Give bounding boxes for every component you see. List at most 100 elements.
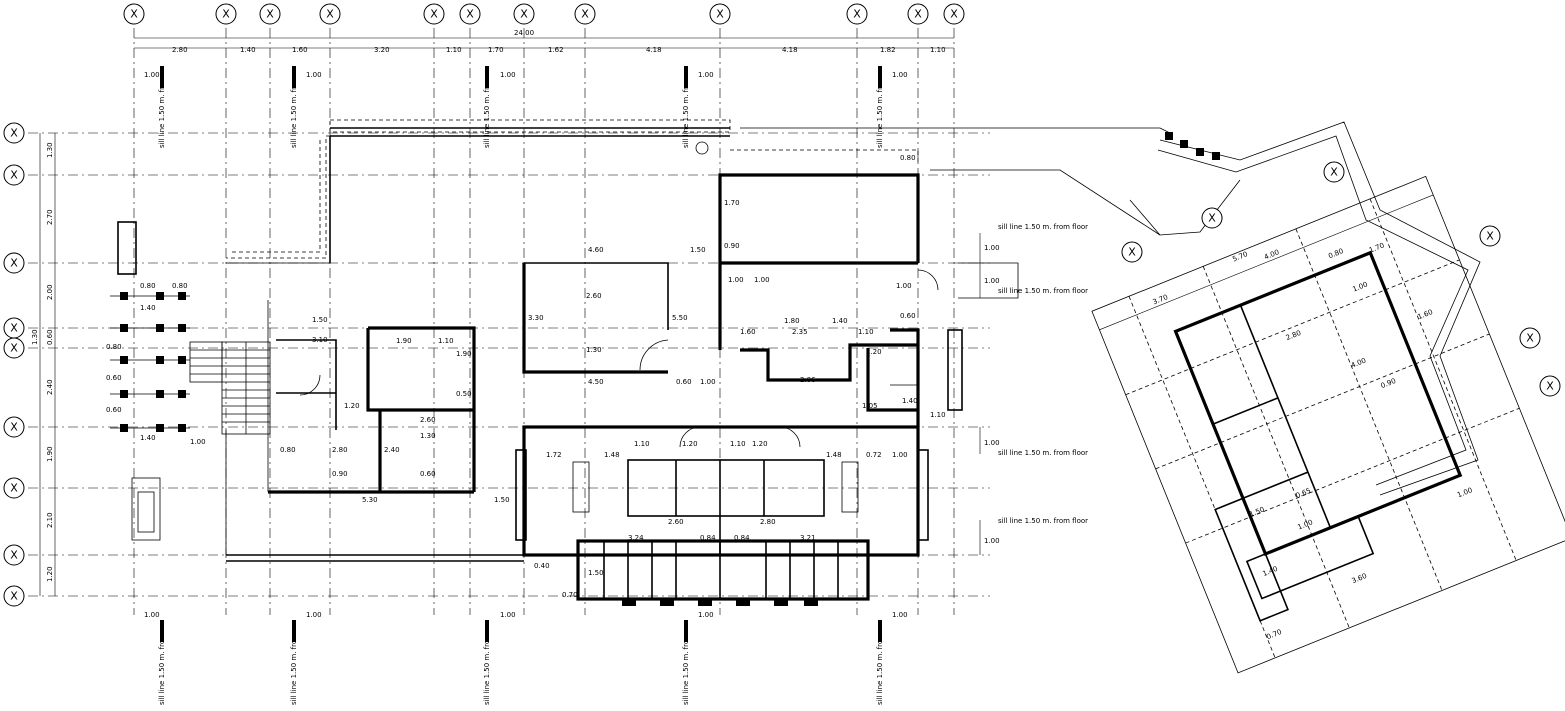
svg-text:1.00: 1.00	[892, 451, 908, 459]
grid-bubble: X	[1539, 375, 1561, 397]
dim-label: 4.18	[646, 46, 662, 54]
svg-text:0.72: 0.72	[866, 451, 882, 459]
grid-bubble: X	[574, 3, 596, 25]
svg-text:0.60: 0.60	[676, 378, 692, 386]
svg-text:0.84: 0.84	[734, 534, 750, 542]
svg-text:X: X	[266, 8, 274, 21]
svg-text:sill line 1.50 m. from: sill line 1.50 m. from	[483, 633, 491, 705]
dim-label: 1.30	[46, 142, 54, 158]
svg-text:X: X	[853, 8, 861, 21]
section-marker: 1.00 sill line 1.50 m. from	[876, 611, 908, 705]
svg-text:sill line 1.50 m. from: sill line 1.50 m. from	[876, 633, 884, 705]
svg-text:1.00: 1.00	[1456, 486, 1473, 499]
svg-text:X: X	[10, 482, 18, 495]
svg-text:X: X	[914, 8, 922, 21]
svg-text:1.00: 1.00	[306, 611, 322, 619]
svg-text:1.00: 1.00	[144, 71, 160, 79]
svg-text:1.10: 1.10	[634, 440, 650, 448]
section-marker: 1.00 sill line 1.50 m. from	[682, 66, 714, 148]
svg-text:X: X	[10, 257, 18, 270]
grid-bubble: X	[3, 477, 25, 499]
grid-bubble: X	[3, 337, 25, 359]
svg-text:X: X	[1486, 230, 1494, 243]
grid-bubble: X	[907, 3, 929, 25]
section-markers-bottom: 1.00 sill line 1.50 m. from 1.00 sill li…	[144, 611, 908, 705]
grid-bubble: X	[459, 3, 481, 25]
svg-text:1.20: 1.20	[752, 440, 768, 448]
svg-text:0.80: 0.80	[1327, 247, 1344, 260]
svg-text:1.00: 1.00	[728, 276, 744, 284]
svg-text:3.30: 3.30	[528, 314, 544, 322]
svg-text:1.00: 1.00	[896, 282, 912, 290]
svg-text:0.70: 0.70	[562, 591, 578, 599]
svg-text:3.60: 3.60	[1351, 572, 1368, 585]
svg-text:0.60: 0.60	[900, 312, 916, 320]
svg-text:3.70: 3.70	[1152, 293, 1169, 306]
svg-text:1.40: 1.40	[140, 304, 156, 312]
dim-label: 1.10	[446, 46, 462, 54]
svg-text:X: X	[10, 127, 18, 140]
svg-text:X: X	[716, 8, 724, 21]
dim-label: 1.82	[880, 46, 896, 54]
dim-label: 2.00	[46, 284, 54, 300]
left-dimension-chain: 1.30 2.70 2.00 0.60 2.40 1.90 2.10 1.20 …	[31, 133, 56, 596]
dim-label: 2.10	[46, 512, 54, 528]
grid-bubble: X	[3, 544, 25, 566]
section-marker: 1.00 sill line 1.50 m. from	[290, 66, 322, 148]
main-building	[110, 119, 1173, 606]
svg-text:X: X	[1208, 212, 1216, 225]
dim-label: 1.30	[31, 329, 39, 345]
svg-text:1.30: 1.30	[420, 432, 436, 440]
svg-text:1.00: 1.00	[698, 71, 714, 79]
svg-text:5.30: 5.30	[362, 496, 378, 504]
svg-text:3.21: 3.21	[800, 534, 816, 542]
callout-note: sill line 1.50 m. from floor	[998, 223, 1088, 231]
svg-text:X: X	[222, 8, 230, 21]
svg-text:1.90: 1.90	[396, 337, 412, 345]
svg-text:4.50: 4.50	[588, 378, 604, 386]
grid-bubble: X	[1323, 161, 1345, 183]
grid-bubble: X	[1519, 327, 1541, 349]
svg-text:1.00: 1.00	[984, 439, 1000, 447]
svg-text:1.40: 1.40	[902, 397, 918, 405]
dim-label: 2.80	[172, 46, 188, 54]
svg-text:X: X	[10, 549, 18, 562]
svg-text:1.00: 1.00	[892, 71, 908, 79]
svg-text:0.84: 0.84	[700, 534, 716, 542]
svg-text:0.70: 0.70	[1265, 628, 1282, 641]
svg-text:1.40: 1.40	[832, 317, 848, 325]
annex-grid-bubbles: X X X X X X	[1121, 161, 1561, 397]
section-marker: 1.00 sill line 1.50 m. from	[290, 611, 322, 705]
right-callouts: 1.00 1.00 sill line 1.50 m. from floor s…	[958, 223, 1088, 555]
svg-text:2.06: 2.06	[800, 376, 816, 384]
svg-text:4.00: 4.00	[1263, 248, 1280, 261]
svg-text:1.70: 1.70	[1368, 241, 1385, 254]
svg-text:1.48: 1.48	[604, 451, 620, 459]
overall-dimension: 24.00	[514, 29, 534, 37]
grid-bubble: X	[215, 3, 237, 25]
section-marker: 1.00 sill line 1.50 m. from	[144, 66, 166, 148]
grid-bubble: X	[846, 3, 868, 25]
svg-text:1.00: 1.00	[754, 276, 770, 284]
dim-label: 2.40	[46, 379, 54, 395]
svg-text:1.00: 1.00	[984, 277, 1000, 285]
svg-text:X: X	[10, 322, 18, 335]
grid-bubble: X	[3, 585, 25, 607]
svg-text:1.20: 1.20	[344, 402, 360, 410]
top-grid-bubbles: X X X X X X X X X X X X	[123, 3, 965, 25]
dim-label: 3.20	[374, 46, 390, 54]
grid-bubble: X	[709, 3, 731, 25]
svg-text:1.00: 1.00	[984, 537, 1000, 545]
svg-text:sill line 1.50 m. from: sill line 1.50 m. from	[682, 633, 690, 705]
svg-text:4.00: 4.00	[1350, 357, 1367, 370]
svg-text:1.10: 1.10	[930, 411, 946, 419]
dim-label: 1.60	[292, 46, 308, 54]
callout-note: sill line 1.50 m. from floor	[998, 287, 1088, 295]
svg-text:1.00: 1.00	[698, 611, 714, 619]
svg-text:1.50: 1.50	[494, 496, 510, 504]
svg-text:1.10: 1.10	[730, 440, 746, 448]
dim-label: 1.70	[488, 46, 504, 54]
left-grid-bubbles: X X X X X X X X X	[3, 122, 25, 607]
svg-text:X: X	[950, 8, 958, 21]
svg-text:1.10: 1.10	[438, 337, 454, 345]
